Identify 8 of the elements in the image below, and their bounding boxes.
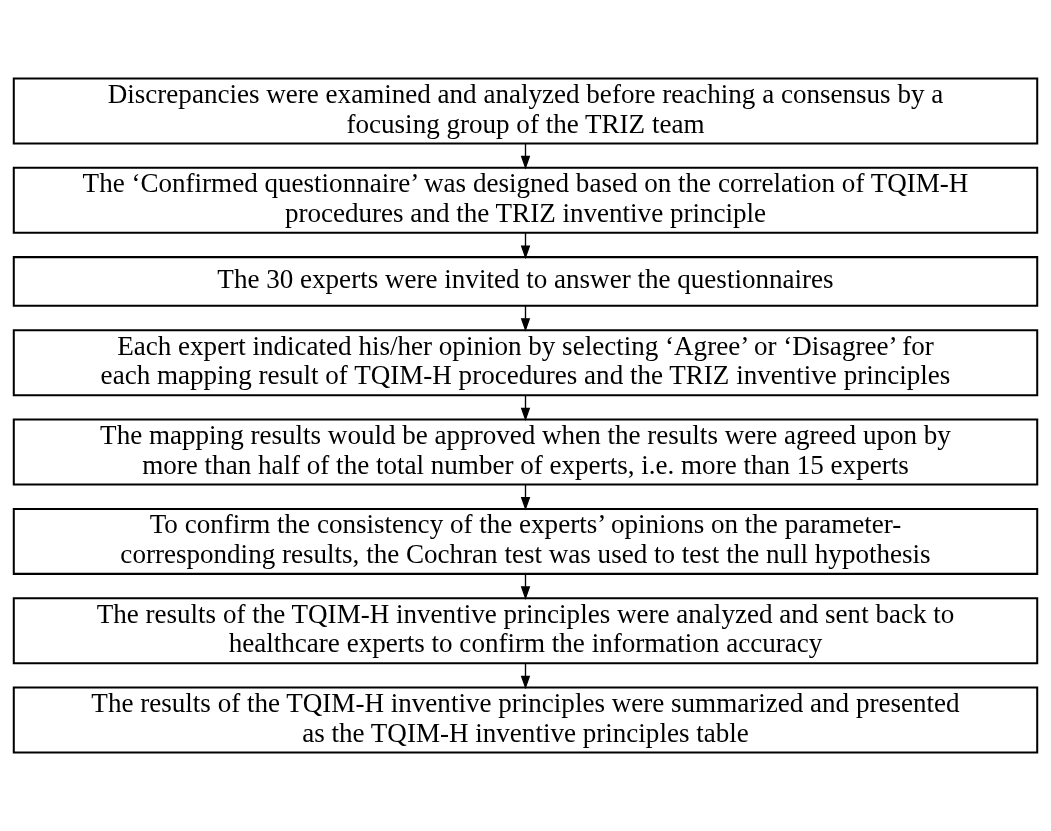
node-box: The ‘Confirmed questionnaire’ was designed based on the correlation of TQIM-H procedures and the TRIZ inventive principle [12, 166, 1039, 234]
node-box: Each expert indicated his/her opinion by selecting ‘Agree’ or ‘Disagree’ for each mapping result of TQIM-H procedures and the TRIZ inventive principles [12, 329, 1039, 397]
node-box: Discrepancies were examined and analyzed before reaching a consensus by a focusing group of the TRIZ team [12, 77, 1039, 145]
node-box: The results of the TQIM-H inventive principles were analyzed and sent back to healthcare experts to confirm the information accuracy [12, 597, 1039, 665]
node-box: To confirm the consistency of the experts’ opinions on the parameter-corresponding results, the Cochran test was used to test the null hypothesis [12, 507, 1039, 575]
node-box: The 30 experts were invited to answer the questionnaires [12, 256, 1039, 307]
node-box: The results of the TQIM-H inventive principles were summarized and presented as the TQIM-H inventive principles table [12, 686, 1039, 754]
node-box: The mapping results would be approved when the results were agreed upon by more than half of the total number of experts, i.e. more than 15 experts [12, 418, 1039, 486]
